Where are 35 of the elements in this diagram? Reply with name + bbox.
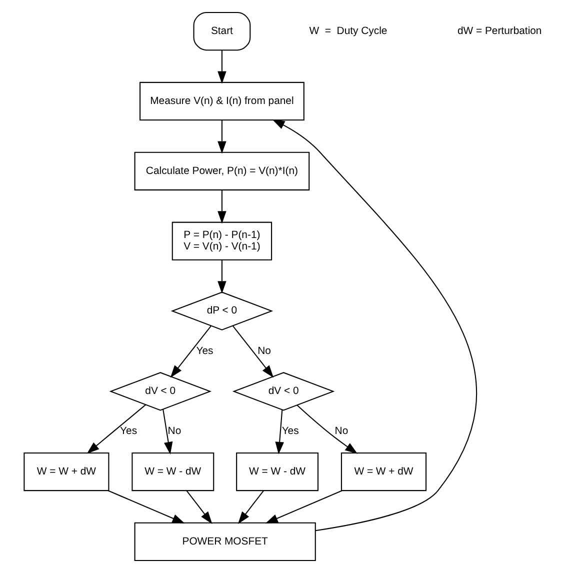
arrow xyxy=(218,50,226,84)
label: dW = Perturbation xyxy=(457,26,542,37)
arrow xyxy=(296,404,358,454)
arrow xyxy=(218,190,226,224)
arrow xyxy=(162,409,173,455)
node-diamond: dV < 0 xyxy=(232,372,335,411)
arrow xyxy=(238,490,264,524)
node-box: W = W + dW xyxy=(24,452,110,492)
arrow xyxy=(108,490,185,524)
node-box: W = W + dW xyxy=(340,452,427,492)
node-box: W = W - dW xyxy=(132,452,214,492)
node-box: P = P(n) - P(n-1) V = V(n) - V(n-1) xyxy=(172,222,272,260)
node-box: W = W - dW xyxy=(236,452,318,492)
edge-label: Yes xyxy=(196,346,214,357)
node-box: Measure V(n) & I(n) from panel xyxy=(140,82,304,121)
edge-label: No xyxy=(334,426,348,438)
arrow xyxy=(218,260,226,294)
node-box: Start xyxy=(193,12,251,51)
arrow xyxy=(275,410,284,454)
arrow xyxy=(186,490,212,524)
arrow xyxy=(218,120,226,154)
edge-label: Yes xyxy=(120,426,138,438)
edge-label: No xyxy=(168,426,182,438)
arrow xyxy=(265,490,342,524)
arrow xyxy=(232,326,274,378)
node-box: Calculate Power, P(n) = V(n)*I(n) xyxy=(134,152,310,190)
label: W = Duty Cycle xyxy=(309,26,388,37)
arrow xyxy=(86,404,146,454)
edge-label: No xyxy=(258,346,271,357)
node-box: POWER MOSFET xyxy=(134,522,316,561)
node-diamond: dV < 0 xyxy=(109,372,212,411)
arrow xyxy=(170,326,212,378)
arrow xyxy=(272,119,477,532)
edge-label: Yes xyxy=(282,426,299,438)
node-diamond: dP < 0 xyxy=(170,292,274,330)
